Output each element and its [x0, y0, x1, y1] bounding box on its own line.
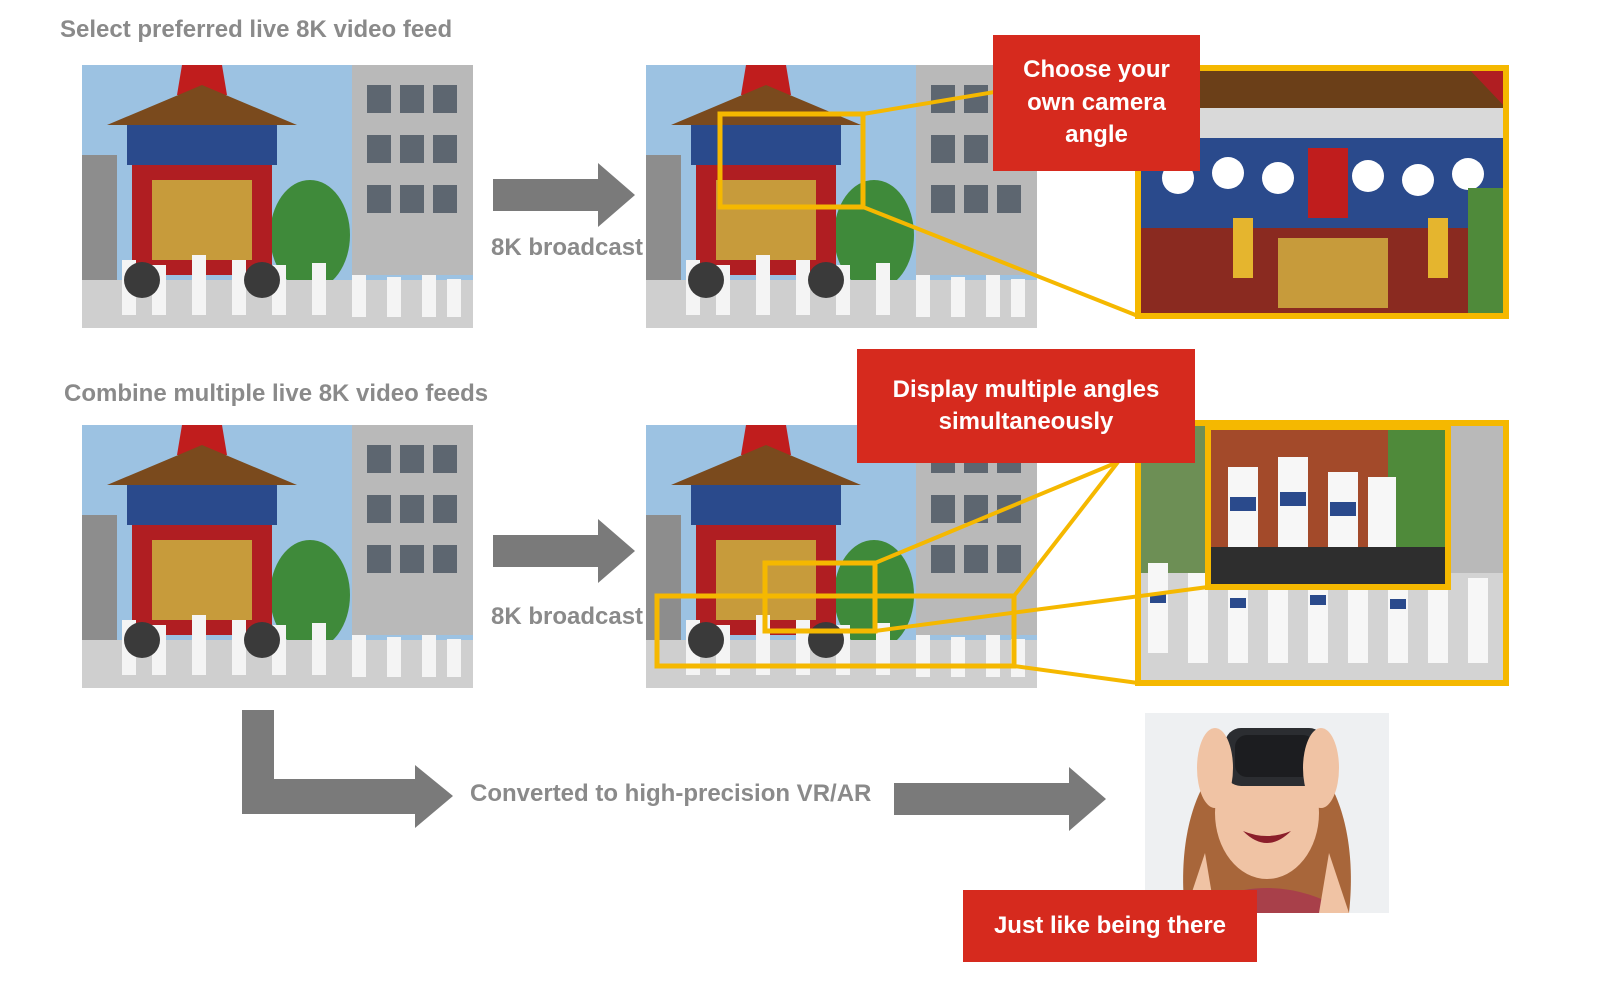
heading-select-feed: Select preferred live 8K video feed	[60, 16, 453, 43]
festival-photo-received-1	[646, 65, 1037, 328]
festival-photo-received-2	[646, 425, 1037, 688]
broadcast-label-1: 8K broadcast	[491, 234, 644, 261]
right-arrow-2	[493, 519, 635, 583]
right-arrow-1	[493, 163, 635, 227]
conversion-label: Converted to high-precision VR/AR	[470, 780, 872, 807]
right-arrow-3	[894, 767, 1106, 831]
callout-multiple-angles: Display multiple angles simultaneously	[857, 349, 1195, 463]
elbow-arrow	[242, 710, 453, 828]
callout-camera-angle: Choose your own camera angle	[993, 35, 1200, 171]
festival-photo-source-2	[82, 425, 473, 688]
callout-being-there: Just like being there	[963, 890, 1257, 962]
heading-combine-feeds: Combine multiple live 8K video feeds	[64, 380, 489, 407]
vr-headset-photo	[1145, 713, 1389, 913]
festival-photo-zoom-2-inset	[1208, 427, 1448, 587]
festival-photo-source-1	[82, 65, 473, 328]
broadcast-label-2: 8K broadcast	[491, 603, 644, 630]
